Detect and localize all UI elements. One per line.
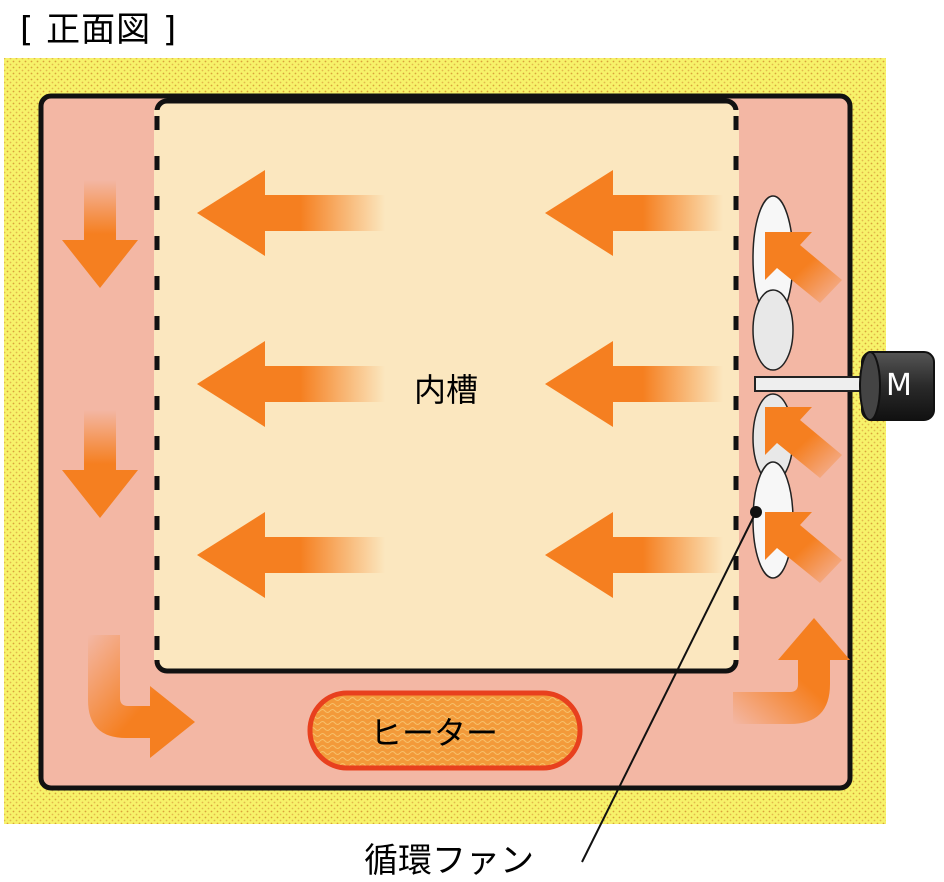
heater-label: ヒーター: [370, 714, 499, 752]
arrow-icon: [765, 512, 842, 583]
motor-shaft: [754, 376, 868, 392]
view-title: [ 正面図 ]: [20, 10, 178, 50]
heater-icon: [307, 690, 583, 771]
arrow-icon: [545, 170, 723, 256]
arrow-icon: [197, 170, 385, 256]
fan-leader-dot: [750, 506, 762, 518]
arrow-icon: [545, 341, 723, 427]
arrow-icon: [733, 618, 850, 724]
motor-label: M: [886, 368, 912, 403]
arrow-icon: [765, 407, 842, 478]
arrow-icon: [62, 180, 138, 288]
inner-chamber-label: 内槽: [414, 371, 479, 409]
arrow-icon: [765, 232, 842, 303]
fan-leader-line: [581, 511, 757, 863]
motor-icon: [859, 351, 935, 421]
arrow-icon: [197, 341, 385, 427]
circulation-fan-label: 循環ファン: [364, 841, 534, 881]
arrow-icon: [197, 512, 385, 598]
arrow-icon: [88, 635, 195, 758]
arrow-icon: [62, 410, 138, 518]
arrow-icon: [545, 512, 723, 598]
